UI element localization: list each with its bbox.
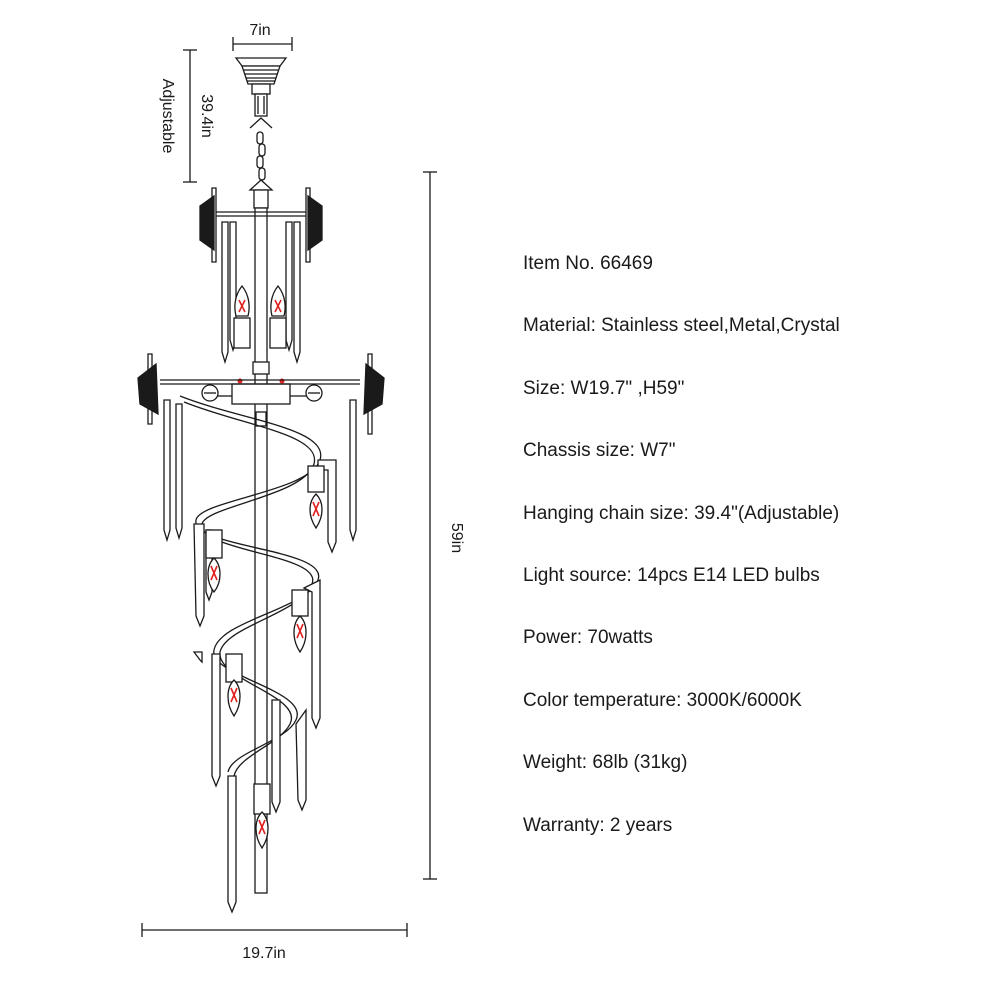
spec-weight: Weight: 68lb (31kg) [523,752,688,774]
upper-bulbs [233,284,287,349]
dimension-chassis-width [232,37,293,51]
spec-list: Item No. 66469 Material: Stainless steel… [523,250,840,874]
spec-light-source: Light source: 14pcs E14 LED bulbs [523,564,820,586]
spec-item-number: Item No. 66469 [523,253,653,274]
dimension-total-height [423,171,437,880]
central-hub [231,361,291,427]
spec-power: Power: 70watts [523,627,653,649]
total-height-label: 59in [448,523,465,553]
spec-chain-size: Hanging chain size: 39.4"(Adjustable) [523,502,840,524]
spec-chassis-size: Chassis size: W7" [523,440,676,462]
chain-adjustable-label: Adjustable [159,79,176,154]
dimension-total-width [141,923,408,937]
spiral-bulbs [205,465,325,850]
middle-ring [137,353,385,543]
dimension-chain-length [183,49,197,183]
hanging-chain [248,131,274,209]
spec-size: Size: W19.7" ,H59" [523,377,685,399]
spec-color-temperature: Color temperature: 3000K/6000K [523,689,802,711]
ceiling-canopy [234,57,288,129]
total-width-label: 19.7in [242,945,286,962]
chassis-width-label: 7in [249,22,270,39]
spec-material: Material: Stainless steel,Metal,Crystal [523,315,840,337]
spec-warranty: Warranty: 2 years [523,814,673,836]
chain-length-label: 39.4in [198,94,215,138]
chandelier-drawing-icon [137,57,385,914]
